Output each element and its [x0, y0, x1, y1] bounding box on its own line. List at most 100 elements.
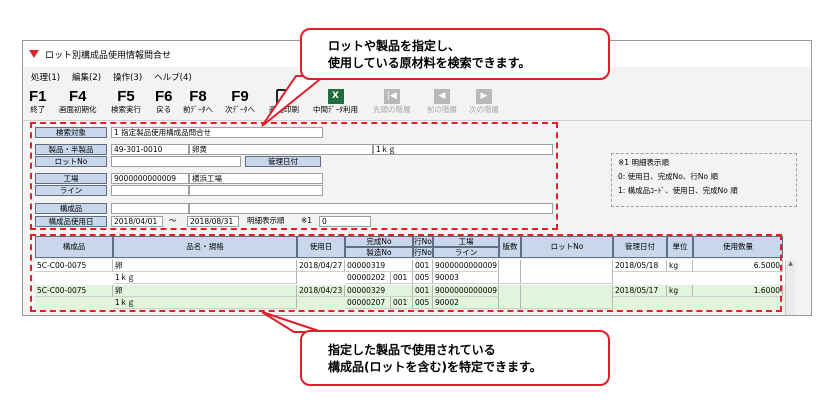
excel-icon: X: [327, 89, 344, 104]
product-code-field[interactable]: 49-301-0010: [111, 144, 189, 155]
row-component-code: 5C-C00-0075: [35, 260, 113, 272]
product-name-field: 卵黄: [189, 144, 373, 155]
app-window: ロット別構成品使用情報問合せ 処理(1) 編集(2) 操作(3) ヘルプ(4) …: [22, 40, 812, 316]
f9-next-data-button[interactable]: F9 次ﾃﾞｰﾀへ: [225, 88, 255, 115]
search-target-label: 検索対象: [35, 127, 107, 138]
line-label: ライン: [35, 185, 107, 196]
row-spec: 1ｋｇ: [113, 297, 297, 309]
menu-edit[interactable]: 編集(2): [72, 73, 102, 83]
row-name: 卵: [113, 260, 297, 272]
row-unit: kg: [667, 285, 693, 297]
col-header-name-spec: 品名・規格: [113, 236, 297, 258]
row-line-no-1: 001: [413, 285, 433, 297]
row-name: 卵: [113, 285, 297, 297]
row-line-no-2: 005: [413, 272, 433, 284]
table-row[interactable]: 5C-C00-0075 卵 1ｋｇ 2018/04/23 00000329 00…: [35, 285, 795, 310]
component-name-field: [189, 203, 553, 214]
row-unit: kg: [667, 260, 693, 272]
bottom-callout-line-1: 構成品(ロットを含む)を特定できます。: [328, 360, 542, 374]
row-spec: 1ｋｇ: [113, 272, 297, 284]
toolbar: F1 終了 F4 画面初期化 F5 検索実行 F6 戻る F8 前ﾃﾞｰﾀへ F…: [23, 87, 811, 121]
next-level-button[interactable]: ▶ 次の階層: [469, 89, 499, 114]
line-code-field[interactable]: [111, 185, 189, 196]
row-mgmt-date: 2018/05/18: [613, 260, 667, 272]
top-callout-line-0: ロットや製品を指定し、: [328, 39, 461, 53]
row-lot-no: [521, 285, 613, 309]
f8-prev-data-button[interactable]: F8 前ﾃﾞｰﾀへ: [183, 88, 213, 115]
row-use-qty: 1.6000: [693, 285, 783, 297]
col-header-component: 構成品: [35, 236, 113, 258]
date-from-field[interactable]: 2018/04/01: [111, 216, 163, 227]
menu-operation[interactable]: 操作(3): [113, 73, 143, 83]
col-header-complete-no: 完成No: [345, 236, 413, 247]
lot-no-label: ロットNo: [35, 156, 107, 167]
row-line: 90002: [433, 297, 499, 309]
f4-reset-button[interactable]: F4 画面初期化: [59, 88, 97, 115]
menu-help[interactable]: ヘルプ(4): [154, 73, 192, 83]
detail-order-field[interactable]: 0: [319, 216, 371, 227]
col-header-hanbetsu: 版数: [499, 236, 521, 258]
window-title: ロット別構成品使用情報問合せ: [45, 50, 172, 61]
row-use-qty: 6.5000: [693, 260, 783, 272]
scroll-up-icon[interactable]: ▲: [788, 260, 793, 267]
detail-order-note: ※1 明細表示順 0: 使用日、完成No、行No 順 1: 構成品ｺｰﾄﾞ、使用…: [611, 153, 797, 207]
col-header-line-no-1: 行No: [413, 236, 433, 247]
factory-code-field[interactable]: 9000000000009: [111, 173, 189, 184]
product-spec-field: 1ｋｇ: [373, 144, 553, 155]
intermediate-data-button[interactable]: X 中間ﾃﾞｰﾀ利用: [313, 89, 358, 114]
detail-order-note-mark: ※1: [301, 216, 313, 225]
row-complete-no: 00000329: [345, 285, 413, 297]
row-lot-no: [521, 260, 613, 284]
col-header-factory: 工場: [433, 236, 499, 247]
col-header-use-qty: 使用数量: [693, 236, 783, 258]
app-logo-icon: [29, 50, 39, 58]
row-mgmt-date: 2018/05/17: [613, 285, 667, 297]
next-level-icon: ▶: [476, 89, 492, 104]
date-to-field[interactable]: 2018/08/31: [187, 216, 239, 227]
f1-exit-button[interactable]: F1 終了: [29, 88, 47, 115]
row-hanbetsu: [499, 285, 521, 309]
top-callout-tail: [261, 75, 327, 127]
row-use-date: 2018/04/23: [297, 285, 345, 297]
col-header-lot-no: ロットNo: [521, 236, 613, 258]
bottom-callout: 指定した製品で使用されている 構成品(ロットを含む)を特定できます。: [300, 330, 610, 386]
line-name-field: [189, 185, 323, 196]
bottom-callout-line-0: 指定した製品で使用されている: [328, 343, 496, 357]
col-header-line-no-2: 行No: [413, 247, 433, 258]
col-header-mgmt-date: 管理日付: [613, 236, 667, 258]
f5-search-button[interactable]: F5 検索実行: [111, 88, 141, 115]
row-manuf-sub: 001: [391, 297, 413, 309]
col-header-line: ライン: [433, 247, 499, 258]
grid-scrollbar[interactable]: ▲: [785, 260, 795, 315]
detail-order-label: 明細表示順: [247, 216, 285, 225]
product-label: 製品・半製品: [35, 144, 107, 155]
col-header-use-date: 使用日: [297, 236, 345, 258]
row-use-date: 2018/04/27: [297, 260, 345, 272]
component-label: 構成品: [35, 203, 107, 214]
f6-back-button[interactable]: F6 戻る: [155, 88, 173, 115]
note-line-0: 0: 使用日、完成No、行No 順: [618, 172, 718, 181]
note-line-1: 1: 構成品ｺｰﾄﾞ、使用日、完成No 順: [618, 186, 738, 195]
top-callout: ロットや製品を指定し、 使用している原材料を検索できます。: [300, 28, 610, 80]
prev-level-icon: ◀: [434, 89, 450, 104]
mgmt-date-button[interactable]: 管理日付: [245, 156, 321, 167]
row-line-no-1: 001: [413, 260, 433, 272]
col-header-manuf-no: 製造No: [345, 247, 413, 258]
row-line-no-2: 005: [413, 297, 433, 309]
search-form: 検索対象 1 指定製品使用構成品問合せ 製品・半製品 49-301-0010 卵…: [23, 123, 811, 235]
component-use-date-label: 構成品使用日: [35, 216, 107, 227]
menu-process[interactable]: 処理(1): [31, 73, 61, 83]
first-level-button[interactable]: |◀ 先頭の階層: [373, 89, 411, 114]
col-header-unit: 単位: [667, 236, 693, 258]
row-component-code: 5C-C00-0075: [35, 285, 113, 297]
row-factory: 9000000000009: [433, 260, 499, 272]
prev-level-button[interactable]: ◀ 前の階層: [427, 89, 457, 114]
lot-no-field[interactable]: [111, 156, 241, 167]
row-manuf-no: 00000202: [345, 272, 391, 284]
row-hanbetsu: [499, 260, 521, 284]
factory-label: 工場: [35, 173, 107, 184]
search-target-field[interactable]: 1 指定製品使用構成品問合せ: [111, 127, 323, 138]
bottom-callout-tail: [261, 311, 323, 333]
component-code-field[interactable]: [111, 203, 189, 214]
table-row[interactable]: 5C-C00-0075 卵 1ｋｇ 2018/04/27 00000319 00…: [35, 260, 795, 285]
